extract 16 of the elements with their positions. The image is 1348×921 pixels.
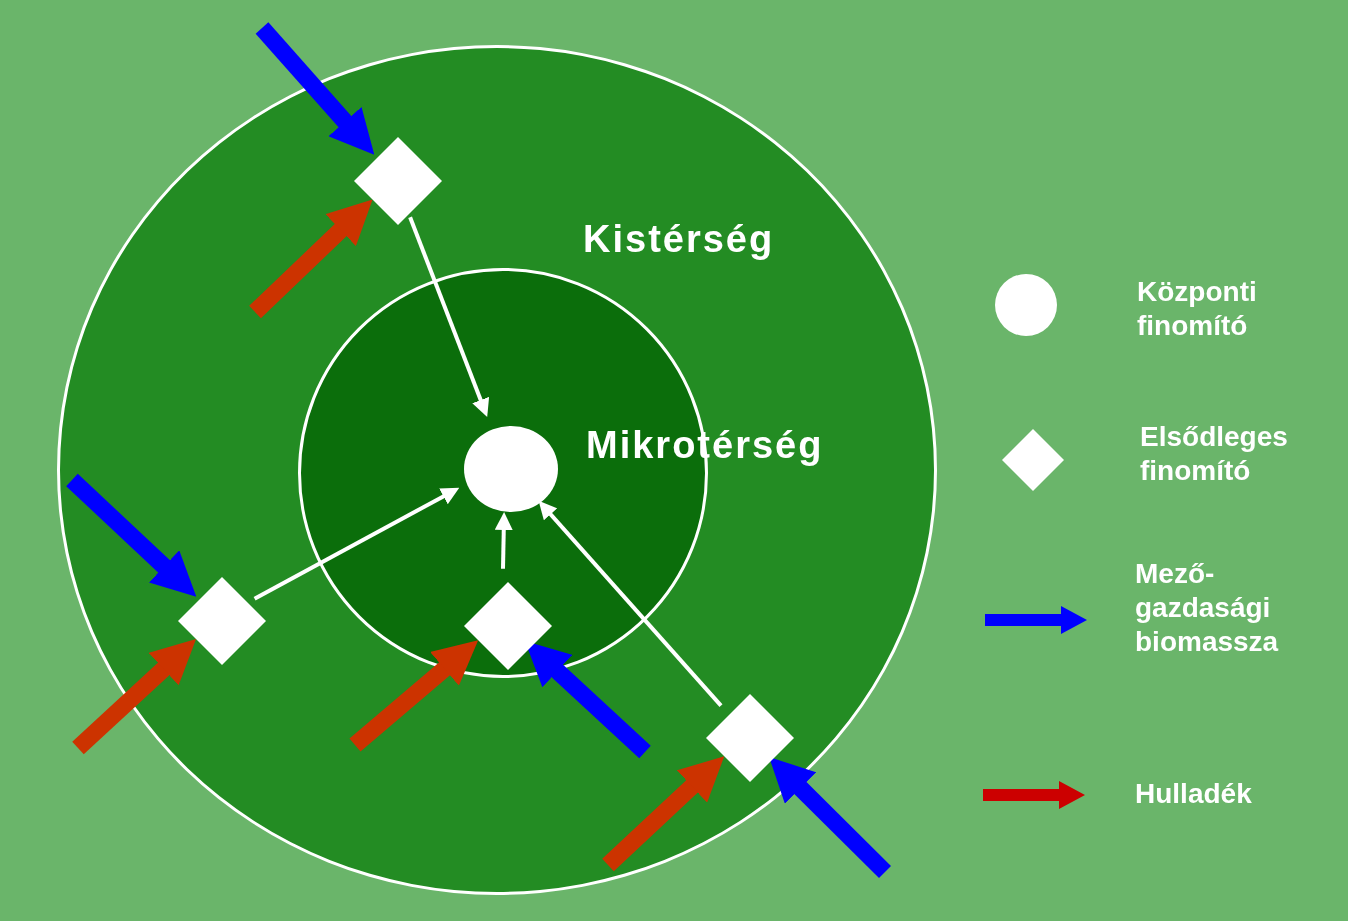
legend-label: Hulladék	[1135, 777, 1253, 811]
legend-label: Mező- gazdasági biomassza	[1135, 557, 1280, 659]
arrow	[72, 639, 197, 755]
region-label: Kistérség	[583, 218, 775, 261]
arrow	[408, 216, 490, 417]
arrow	[494, 512, 513, 569]
arrow	[538, 500, 723, 708]
arrow	[349, 640, 479, 752]
arrow	[253, 487, 460, 601]
arrow	[602, 756, 725, 872]
arrow	[769, 756, 891, 879]
arrow	[66, 473, 197, 597]
arrow	[249, 199, 373, 319]
legend-label: Elsődleges finomító	[1140, 420, 1289, 488]
arrow	[255, 22, 375, 155]
legend-label: Központi finomító	[1137, 275, 1258, 343]
